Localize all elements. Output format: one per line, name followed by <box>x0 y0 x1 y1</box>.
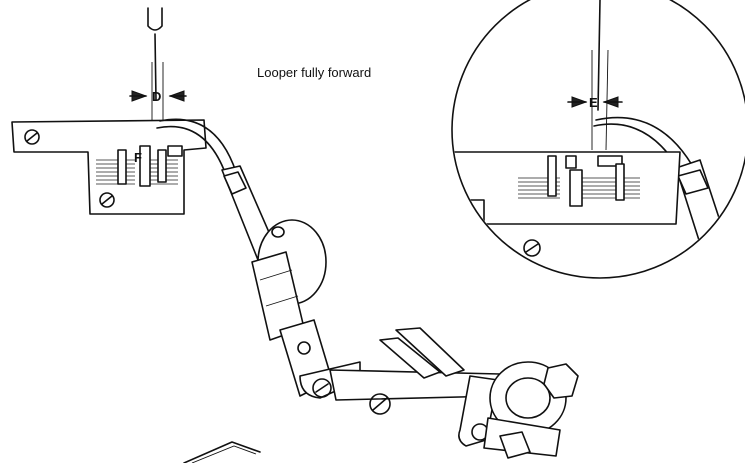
dimension-d: D <box>129 89 187 104</box>
dimension-e-label: E <box>589 95 598 110</box>
needle-plate-main: F <box>11 119 207 215</box>
fabric-edge <box>183 441 261 463</box>
looper-mechanism <box>156 118 579 459</box>
plate-mark-f: F <box>134 150 142 165</box>
dimension-d-label: D <box>152 89 161 104</box>
needle-main <box>147 7 164 135</box>
caption-looper-forward: Looper fully forward <box>257 65 371 80</box>
inset-detail: E <box>451 0 745 279</box>
